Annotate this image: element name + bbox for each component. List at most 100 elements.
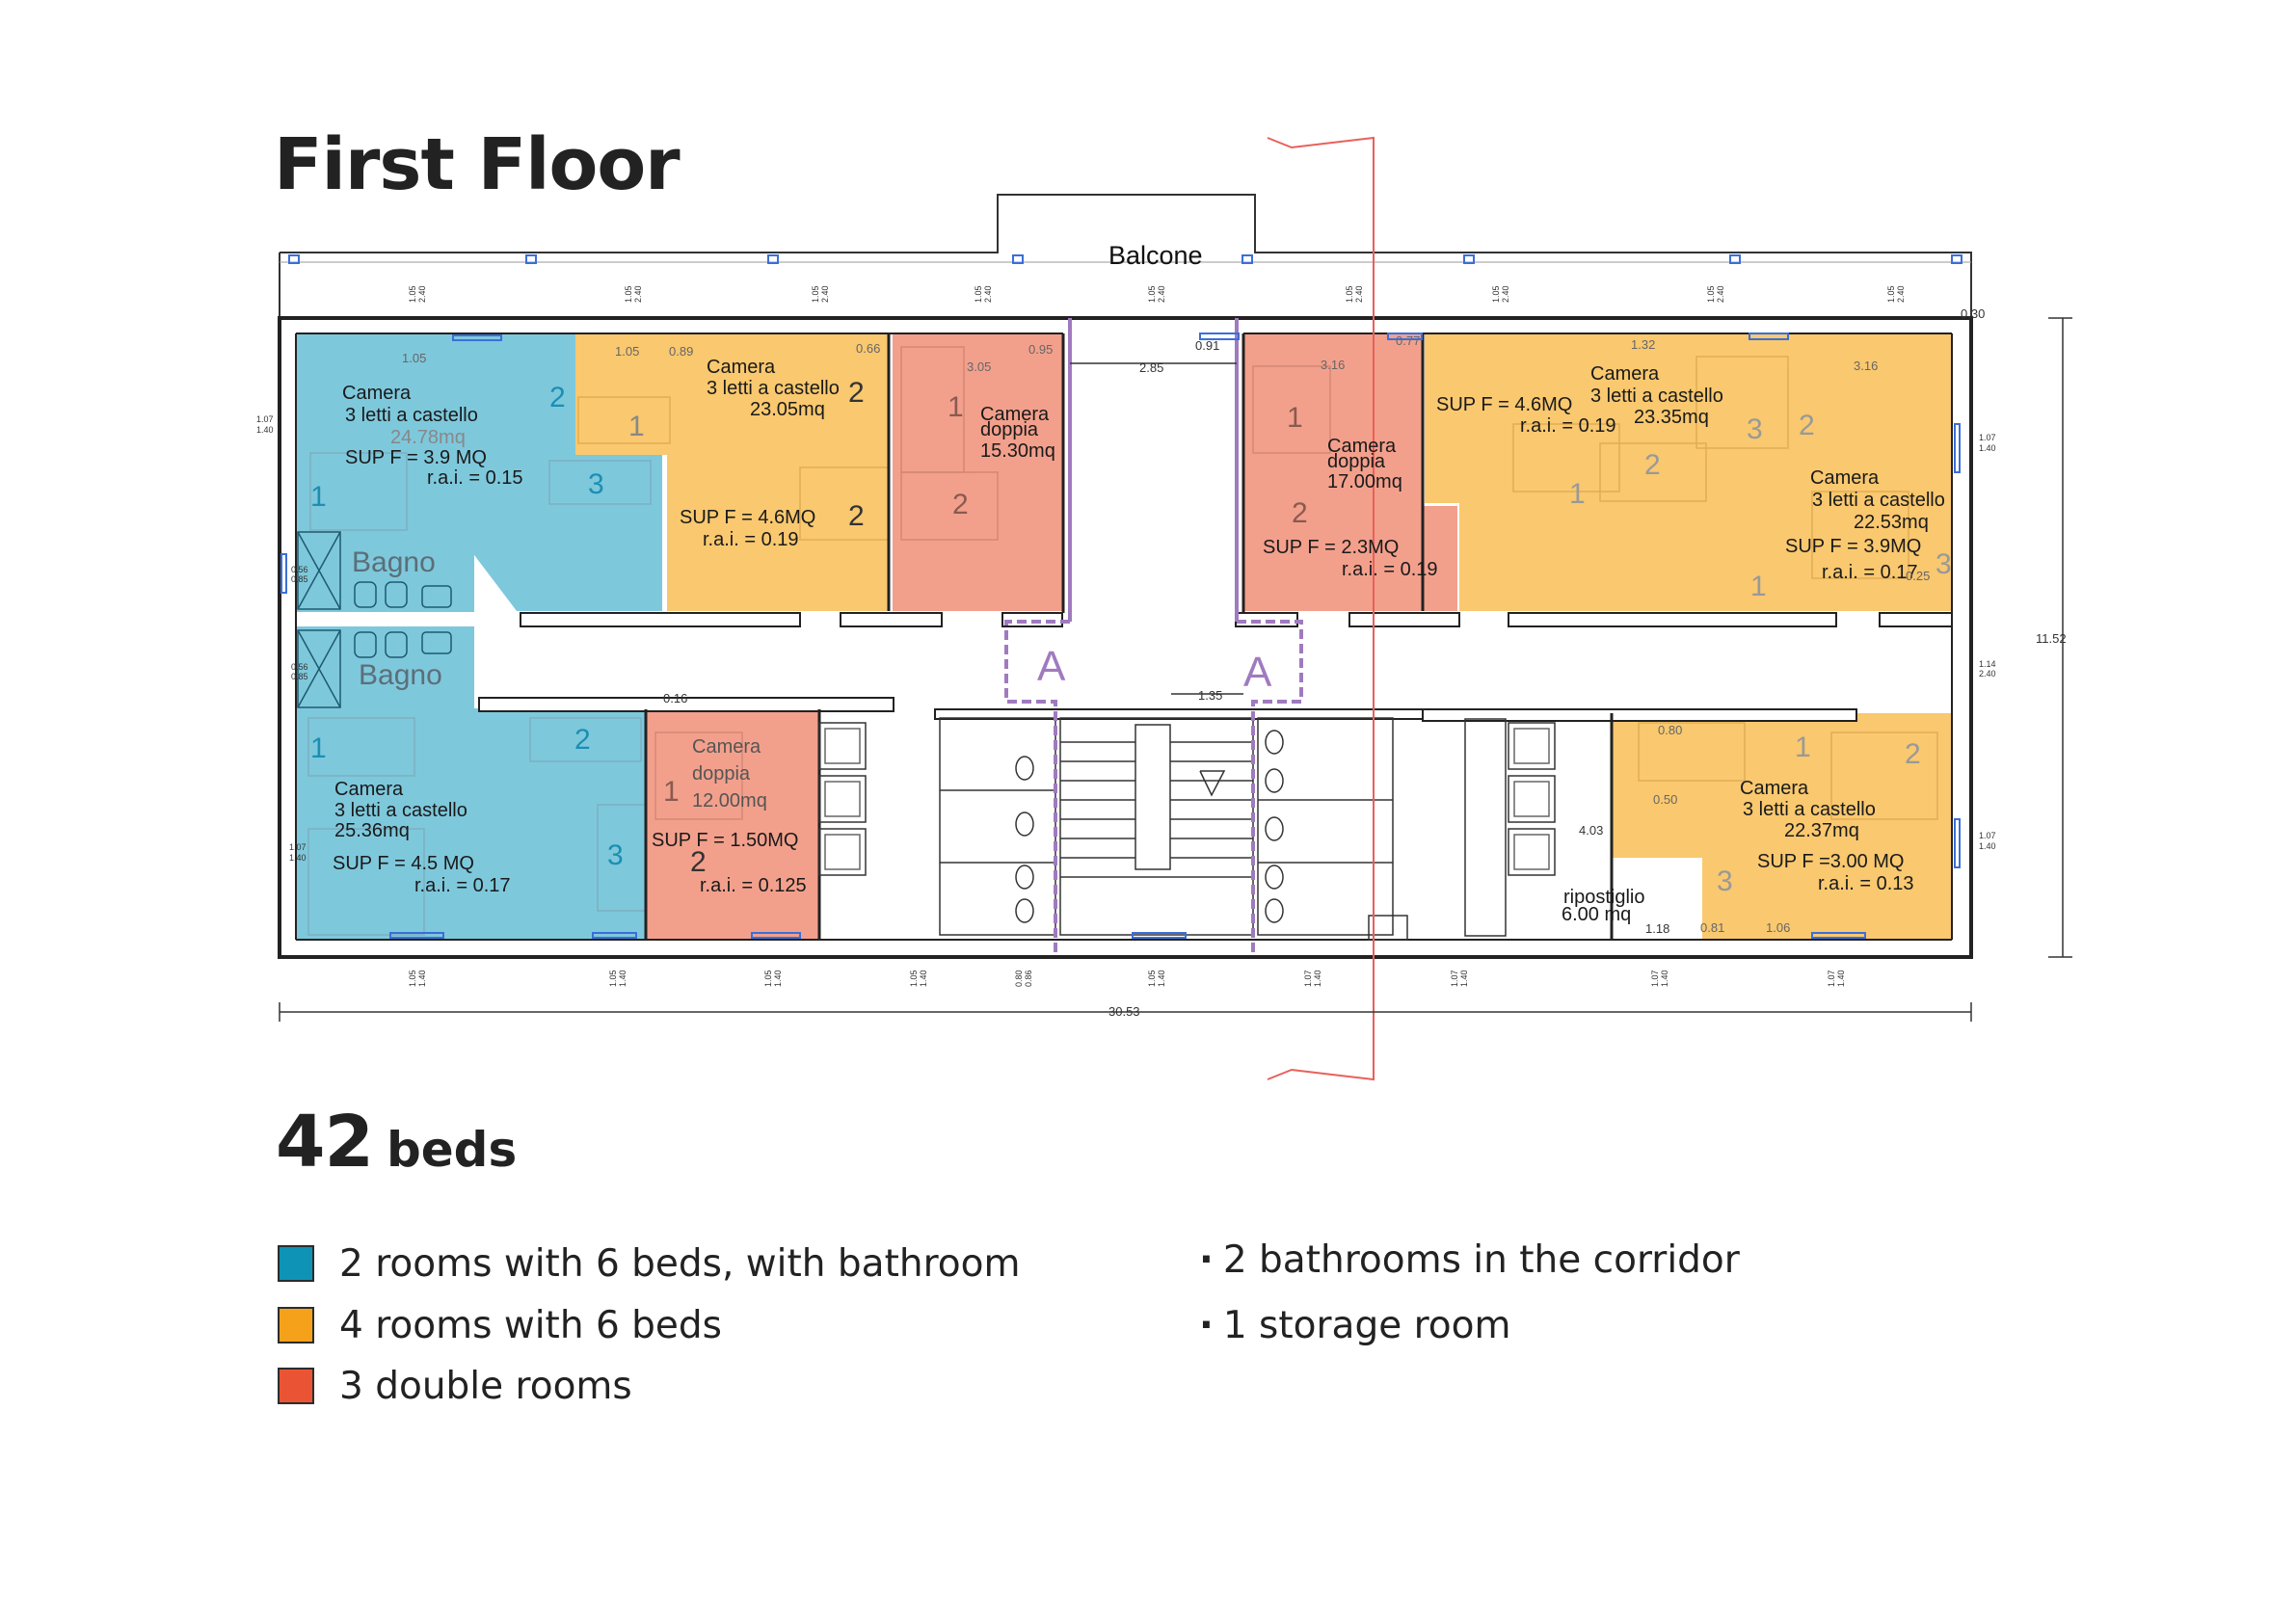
svg-text:1.05: 1.05 — [1491, 285, 1501, 303]
legend-swatch-red — [278, 1368, 314, 1404]
svg-text:0.89: 0.89 — [669, 344, 693, 359]
svg-text:30.53: 30.53 — [1108, 1004, 1140, 1019]
svg-text:1.07: 1.07 — [1979, 831, 1996, 840]
svg-text:1.05: 1.05 — [408, 970, 417, 987]
svg-text:1.05: 1.05 — [1345, 285, 1354, 303]
svg-text:0.25: 0.25 — [1906, 569, 1930, 583]
room-fills — [296, 333, 1952, 940]
svg-text:Camera: Camera — [692, 736, 761, 758]
svg-text:r.a.i. = 0.17: r.a.i. = 0.17 — [1822, 562, 1918, 583]
dimension-lines — [279, 317, 2072, 1022]
svg-text:0.56: 0.56 — [291, 565, 308, 574]
svg-text:2: 2 — [848, 377, 865, 409]
svg-text:0.56: 0.56 — [291, 662, 308, 672]
bed-numbers: 2 1 3 2 1 2 1 2 1 2 1 2 3 2 1 3 1 2 3 1 … — [310, 377, 1952, 897]
svg-text:2.40: 2.40 — [1896, 285, 1906, 303]
svg-text:2: 2 — [549, 382, 566, 413]
svg-text:1.07: 1.07 — [1827, 970, 1836, 987]
svg-text:1.05: 1.05 — [1147, 970, 1157, 987]
svg-text:1.40: 1.40 — [1979, 841, 1996, 851]
svg-text:doppia: doppia — [980, 419, 1039, 440]
svg-text:3 letti a castello: 3 letti a castello — [345, 405, 478, 426]
svg-text:1: 1 — [1287, 402, 1303, 434]
svg-text:1.07: 1.07 — [1303, 970, 1313, 987]
svg-text:3 letti a castello: 3 letti a castello — [707, 378, 840, 399]
svg-text:1.32: 1.32 — [1631, 337, 1655, 352]
walls — [278, 316, 1973, 959]
svg-text:3: 3 — [607, 839, 624, 871]
svg-text:3 letti a castello: 3 letti a castello — [334, 800, 467, 821]
svg-text:1.07: 1.07 — [1979, 433, 1996, 442]
furniture — [307, 452, 652, 936]
legend-label: 2 rooms with 6 beds, with bathroom — [339, 1241, 1021, 1286]
svg-text:3: 3 — [1747, 413, 1763, 445]
svg-text:1.40: 1.40 — [1836, 970, 1846, 987]
svg-text:0.80: 0.80 — [1658, 723, 1682, 737]
svg-text:1.07: 1.07 — [1450, 970, 1459, 987]
svg-text:0.66: 0.66 — [856, 341, 880, 356]
svg-text:r.a.i. = 0.13: r.a.i. = 0.13 — [1818, 873, 1914, 894]
svg-text:Camera: Camera — [342, 383, 412, 404]
svg-text:SUP F = 4.5 MQ: SUP F = 4.5 MQ — [333, 853, 474, 874]
svg-text:3: 3 — [1936, 548, 1952, 580]
svg-text:1.05: 1.05 — [811, 285, 820, 303]
room-fill-orange-3 — [1612, 713, 1952, 940]
svg-text:0.95: 0.95 — [1028, 342, 1053, 357]
svg-text:1.40: 1.40 — [417, 970, 427, 987]
room-fill-blue-top — [296, 333, 662, 611]
svg-text:2: 2 — [952, 489, 969, 520]
svg-text:3 letti a castello: 3 letti a castello — [1743, 799, 1876, 820]
svg-text:1.05: 1.05 — [763, 970, 773, 987]
svg-text:4.03: 4.03 — [1579, 823, 1603, 838]
note-item-storage: · 1 storage room — [1199, 1304, 1510, 1347]
svg-text:1.18: 1.18 — [1645, 921, 1669, 936]
svg-text:1.40: 1.40 — [1157, 970, 1166, 987]
svg-text:Camera: Camera — [1327, 436, 1397, 457]
beds-count: 42 — [276, 1101, 374, 1184]
svg-text:2: 2 — [1292, 497, 1308, 529]
svg-text:2: 2 — [848, 500, 865, 532]
svg-text:2: 2 — [574, 724, 591, 756]
svg-text:1: 1 — [628, 411, 645, 442]
svg-text:1.40: 1.40 — [919, 970, 928, 987]
section-cut-line — [1267, 136, 1375, 1081]
svg-text:1.40: 1.40 — [1660, 970, 1669, 987]
svg-text:0.85: 0.85 — [291, 672, 308, 681]
svg-text:0.80: 0.80 — [1014, 970, 1024, 987]
svg-text:2: 2 — [1799, 410, 1815, 441]
svg-text:1.05: 1.05 — [624, 285, 633, 303]
svg-text:1.07: 1.07 — [289, 842, 307, 852]
svg-text:0.77: 0.77 — [1396, 333, 1420, 348]
svg-text:1.40: 1.40 — [1313, 970, 1322, 987]
svg-text:1: 1 — [663, 776, 680, 808]
svg-text:2.40: 2.40 — [417, 285, 427, 303]
svg-text:17.00mq: 17.00mq — [1327, 471, 1402, 492]
svg-text:2: 2 — [1644, 449, 1661, 481]
svg-text:2.40: 2.40 — [1979, 669, 1996, 678]
svg-text:SUP F = 4.6MQ: SUP F = 4.6MQ — [680, 507, 815, 528]
svg-text:1.05: 1.05 — [1706, 285, 1716, 303]
svg-text:3.05: 3.05 — [967, 359, 991, 374]
bullet-icon: · — [1199, 1237, 1214, 1282]
balcony-outline — [279, 194, 1972, 318]
svg-text:1.07: 1.07 — [256, 414, 274, 424]
svg-text:22.37mq: 22.37mq — [1784, 820, 1859, 841]
svg-text:15.30mq: 15.30mq — [980, 440, 1055, 462]
svg-text:ripostiglio: ripostiglio — [1563, 887, 1644, 908]
svg-text:2.85: 2.85 — [1139, 360, 1163, 375]
section-mark-right: A — [1243, 649, 1272, 696]
section-mark-left: A — [1037, 643, 1066, 690]
note-label: 2 bathrooms in the corridor — [1222, 1237, 1740, 1282]
svg-text:2.40: 2.40 — [1157, 285, 1166, 303]
svg-text:Camera: Camera — [334, 779, 404, 800]
svg-text:0.91: 0.91 — [1195, 338, 1219, 353]
svg-text:1.06: 1.06 — [1766, 920, 1790, 935]
staircase — [1059, 717, 1254, 936]
svg-text:1: 1 — [1569, 478, 1586, 510]
svg-text:0.16: 0.16 — [663, 691, 687, 705]
wall-windows — [280, 333, 1961, 939]
room-fill-blue-bottom — [296, 708, 646, 940]
legend-label: 3 double rooms — [339, 1364, 632, 1408]
svg-text:Camera: Camera — [1740, 778, 1809, 799]
